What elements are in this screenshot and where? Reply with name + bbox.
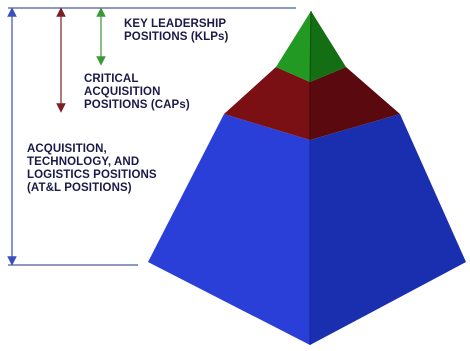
klp-label-line-2: POSITIONS (KLPs) bbox=[124, 31, 229, 43]
atl-label-line-4: (AT&L POSITIONS) bbox=[27, 182, 132, 194]
atl-label: ACQUISITION, TECHNOLOGY, AND LOGISTICS P… bbox=[27, 143, 157, 195]
cap-tier bbox=[224, 67, 400, 140]
klp-label-line-1: KEY LEADERSHIP bbox=[124, 18, 227, 30]
cap-label: CRITICAL ACQUISITION POSITIONS (CAPs) bbox=[84, 73, 190, 112]
atl-tier bbox=[148, 114, 466, 345]
atl-label-line-3: LOGISTICS POSITIONS bbox=[27, 169, 157, 181]
cap-label-line-3: POSITIONS (CAPs) bbox=[84, 99, 190, 111]
atl-label-line-1: ACQUISITION, bbox=[27, 143, 107, 155]
klp-label: KEY LEADERSHIP POSITIONS (KLPs) bbox=[124, 18, 228, 44]
cap-label-line-2: ACQUISITION bbox=[84, 86, 161, 98]
atl-label-line-2: TECHNOLOGY, AND bbox=[27, 156, 140, 168]
klp-tier bbox=[276, 10, 346, 83]
cap-label-line-1: CRITICAL bbox=[84, 73, 139, 85]
